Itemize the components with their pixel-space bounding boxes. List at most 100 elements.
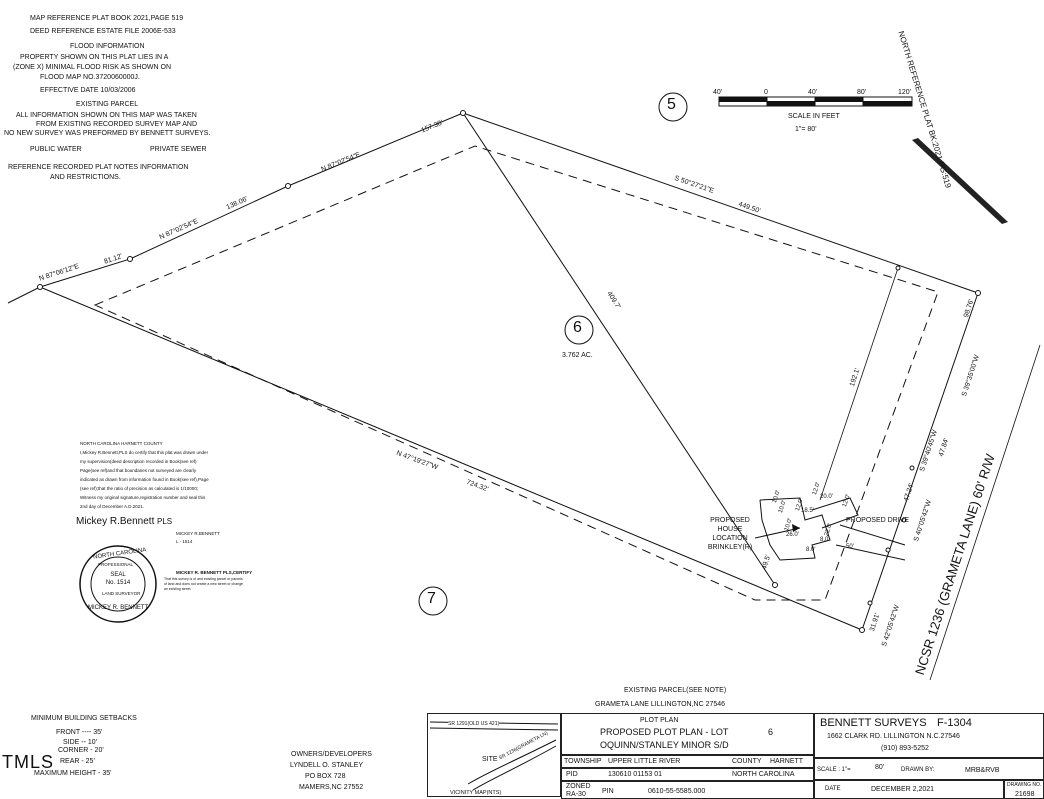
scale-tick: 0	[764, 89, 768, 96]
seal-side-text: LAND SURVEYOR	[102, 591, 141, 596]
info-note-line: ALL INFORMATION SHOWN ON THIS MAP WAS TA…	[16, 112, 197, 119]
house-label-line: BRINKLEY(R)	[707, 544, 753, 551]
certify-text: That this survey is of and existing parc…	[164, 577, 243, 592]
setback-corner: CORNER - 20'	[58, 747, 104, 754]
house-dimension: 8.0'	[820, 537, 830, 543]
owner-name: LYNDELL O. STANLEY	[290, 762, 364, 769]
seal-bottom-text: MICKEY R. BENNETT	[88, 605, 149, 611]
house-dimension: 18.5'	[801, 508, 814, 514]
scale-value: 80'	[875, 764, 885, 771]
scale-label: SCALE : 1"=	[817, 767, 851, 773]
vicinity-road-label: SR 1291(OLD US 421)	[448, 721, 500, 727]
existing-parcel-footer: EXISTING PARCEL(SEE NOTE)	[624, 687, 727, 694]
existing-parcel-note: EXISTING PARCEL	[76, 101, 139, 108]
vicinity-map: SR 1291(OLD US 421) SITE SR 1236(GRAMETA…	[427, 713, 561, 797]
scale-bar	[718, 96, 913, 107]
scale-tick: 40'	[808, 89, 818, 96]
township-value: UPPER LITTLE RIVER	[608, 758, 681, 765]
owner-po: PO BOX 728	[305, 773, 346, 780]
north-arrow	[912, 138, 1008, 224]
setbacks-title: MINIMUM BUILDING SETBACKS	[31, 715, 137, 722]
certify-title: MICKEY R. BENNETT PLS,CERTIFY	[176, 570, 253, 575]
lot-7-number: 7	[427, 590, 436, 607]
lot-number: 6	[768, 727, 774, 737]
flood-info-line: PROPERTY SHOWN ON THIS PLAT LIES IN A	[20, 54, 169, 61]
drawing-number-value: 21698	[1015, 791, 1035, 798]
date-row: DATE DECEMBER 2,2021	[814, 780, 1004, 799]
proposed-drive-label: PROPOSED DRIVE	[846, 517, 910, 524]
house-arrow	[754, 524, 801, 539]
house-label-line: HOUSE	[717, 526, 743, 533]
lot-6-area: 3.762 AC.	[562, 352, 593, 359]
certificate-line: indicated as drawn from information foun…	[80, 477, 209, 482]
date-value: DECEMBER 2,2021	[871, 786, 935, 793]
road-frontage-line	[861, 292, 979, 631]
pls-label: PLS	[157, 517, 173, 526]
lot-circles	[418, 92, 688, 616]
drawing-number-label: DRAWING NO.	[1007, 782, 1042, 788]
plat-book-reference: MAP REFERENCE PLAT BOOK 2021,PAGE 519	[30, 15, 184, 22]
county-label: COUNTY	[732, 758, 762, 765]
flood-info-line: (ZONE X) MINIMAL FLOOD RISK AS SHOWN ON	[13, 64, 172, 71]
lot-6-number: 6	[573, 319, 582, 336]
scale-row: SCALE : 1"= 80' DRAWN BY: MRB&RVB	[814, 758, 1044, 780]
private-sewer-note: PRIVATE SEWER	[150, 146, 207, 153]
surveyor-name: MICKEY R.BENNETT	[176, 531, 220, 536]
company-name: BENNETT SURVEYS	[820, 717, 927, 729]
corner-markers	[37, 110, 981, 633]
seal-mid-text: PROFESSIONAL	[98, 562, 134, 567]
surveyor-signature: Mickey R.Bennett	[76, 516, 155, 527]
owner-city: MAMERS,NC 27552	[299, 784, 364, 791]
drawn-by-label: DRAWN BY:	[901, 767, 935, 773]
house-dimension: 20.0'	[820, 494, 833, 500]
certificate-line: Page(see ref)and that boundaries not sur…	[80, 468, 197, 473]
scale-tick: 40'	[713, 89, 723, 96]
setback-dashed-line	[93, 145, 939, 601]
firm-number: F-1304	[937, 717, 972, 729]
proposed-plot-label: PROPOSED PLOT PLAN - LOT	[600, 727, 729, 737]
setback-rear: REAR - 25'	[60, 758, 95, 765]
info-note-line: NO NEW SURVEY WAS PREFORMED BY BENNETT S…	[4, 130, 211, 137]
company-address: 1662 CLARK RD. LILLINGTON N.C.27546	[827, 733, 960, 740]
certificate-line: Witness my original signature,registrati…	[80, 495, 206, 500]
township-row: TOWNSHIP UPPER LITTLE RIVER COUNTY HARNE…	[561, 755, 814, 768]
drawn-by-value: MRB&RVB	[965, 767, 1000, 774]
certificate-line: NORTH CAROLINA HARNETT COUNTY	[80, 441, 163, 446]
pid-value: 130610 01153 01	[608, 771, 662, 778]
scale-label: SCALE IN FEET	[788, 113, 840, 120]
tmls-watermark: TMLS	[2, 752, 55, 772]
scale-ratio: 1"= 80'	[795, 126, 817, 133]
interior-line-192	[819, 267, 899, 501]
pin-value: 0610-55-5585.000	[648, 788, 706, 795]
pid-row: PID 130610 01153 01 NORTH CAROLINA	[561, 768, 814, 781]
seal-number: No. 1514	[105, 580, 131, 586]
zoned-row: ZONED RA-30 PIN 0610-55-5585.000	[561, 781, 814, 799]
vicinity-site-label: SITE	[482, 756, 498, 763]
certify-line: an existing street.	[164, 587, 192, 591]
certificate-line: my supervision(deed description recorded…	[80, 459, 197, 464]
scale-tick: 120'	[898, 89, 912, 96]
effective-date: EFFECTIVE DATE 10/03/2006	[40, 87, 136, 94]
public-water-note: PUBLIC WATER	[30, 146, 82, 153]
surveyor-seal	[79, 545, 157, 623]
diagonal-lot-line	[462, 112, 776, 586]
address-footer: GRAMETA LANE LILLINGTON,NC 27546	[595, 701, 726, 708]
setback-max-height: MAXIMUM HEIGHT - 35'	[34, 770, 112, 777]
certificate-line: (see ref);that the ratio of precision as…	[80, 486, 199, 491]
drawing-number-cell: DRAWING NO. 21698	[1004, 780, 1044, 799]
road-edge-line	[929, 344, 1041, 681]
house-label-line: LOCATION	[712, 535, 748, 542]
lot-5-number: 5	[667, 96, 676, 113]
state-value: NORTH CAROLINA	[732, 771, 795, 778]
northeast-boundary-line	[462, 112, 979, 294]
house-dimension: 26.0'	[786, 532, 799, 538]
date-label: DATE	[825, 786, 841, 792]
subdivision-name: OQUINN/STANLEY MINOR S/D	[600, 740, 729, 750]
flood-info-title: FLOOD INFORMATION	[70, 43, 145, 50]
county-value: HARNETT	[770, 758, 804, 765]
certificate-line: I,Mickey R.Bennett,PLS do certify that t…	[80, 450, 209, 455]
zoned-label: ZONED	[566, 783, 591, 790]
house-dimension: 8.0'	[806, 547, 816, 553]
scale-tick: 80'	[857, 89, 867, 96]
